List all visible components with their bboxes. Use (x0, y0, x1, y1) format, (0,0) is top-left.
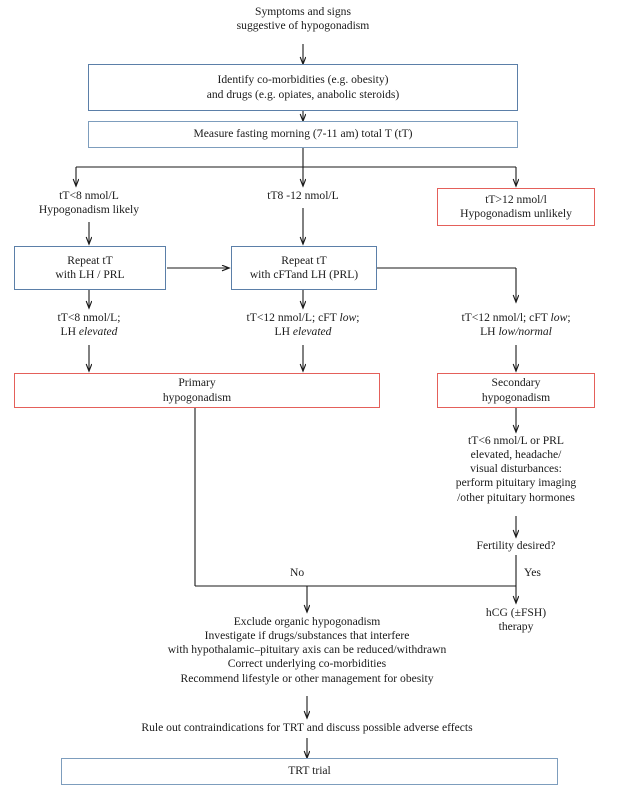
node-result-primary-left-line-1: tT<8 nmol/L; (57, 311, 121, 324)
edge-label-no: No (290, 566, 305, 579)
node-result-secondary-right-line-1: tT<12 nmol/l; cFT low; (461, 311, 571, 324)
node-exclude-organic-line-5: Recommend lifestyle or other management … (180, 671, 434, 685)
edge-label-yes: Yes (524, 566, 541, 579)
node-branch-mid-tt-line-1: tT8 -12 nmol/L (267, 189, 339, 202)
node-fertility-desired-line-1: Fertility desired? (476, 539, 556, 552)
node-branch-low-tt: tT<8 nmol/L Hypogonadism likely (9, 189, 169, 217)
node-repeat-tt-lh-prl-line-2: with LH / PRL (55, 268, 125, 281)
node-pituitary-workup-line-5: /other pituitary hormones (457, 490, 575, 504)
node-exclude-organic-line-3: with hypothalamic–pituitary axis can be … (167, 643, 447, 657)
node-pituitary-workup-line-1: tT<6 nmol/L or PRL (468, 434, 564, 447)
node-result-primary-mid-line-2: LH elevated (274, 325, 332, 339)
node-identify-comorbidities-line-1: Identify co-morbidities (e.g. obesity) (217, 73, 389, 87)
node-start-line-1: Symptoms and signs (255, 5, 351, 18)
node-secondary-hypogonadism-line-2: hypogonadism (481, 390, 551, 404)
node-exclude-organic-hypogonadism: Exclude organic hypogonadism Investigate… (47, 615, 567, 686)
node-pituitary-workup-line-4: perform pituitary imaging (455, 476, 577, 490)
node-start: Symptoms and signs suggestive of hypogon… (183, 5, 423, 33)
node-exclude-organic-line-1: Exclude organic hypogonadism (233, 615, 381, 628)
node-branch-high-tt: tT>12 nmol/l Hypogonadism unlikely (437, 188, 595, 226)
node-secondary-hypogonadism: Secondary hypogonadism (437, 373, 595, 408)
node-repeat-tt-cft-lh-line-1: Repeat tT (281, 253, 327, 267)
node-branch-mid-tt: tT8 -12 nmol/L (233, 189, 373, 203)
node-result-secondary-right-line-2: LH low/normal (480, 325, 552, 339)
node-trt-trial-line-1: TRT trial (288, 764, 331, 778)
node-identify-comorbidities-line-2: and drugs (e.g. opiates, anabolic steroi… (206, 87, 400, 101)
node-rule-out-contraindications: Rule out contraindications for TRT and d… (47, 721, 567, 735)
node-pituitary-workup-line-2: elevated, headache/ (470, 448, 562, 462)
node-measure-total-testosterone: Measure fasting morning (7-11 am) total … (88, 121, 518, 148)
node-pituitary-workup: tT<6 nmol/L or PRL elevated, headache/ v… (421, 434, 611, 505)
node-repeat-tt-cft-lh-line-2: with cFTand LH (PRL) (249, 268, 359, 281)
node-repeat-tt-lh-prl-line-1: Repeat tT (67, 253, 113, 267)
node-secondary-hypogonadism-line-1: Secondary (491, 376, 541, 390)
node-result-primary-left-line-2: LH elevated (60, 325, 118, 339)
node-measure-total-testosterone-line-1: Measure fasting morning (7-11 am) total … (193, 127, 413, 141)
node-branch-high-tt-line-1: tT>12 nmol/l (485, 192, 547, 206)
node-rule-out-contraindications-line-1: Rule out contraindications for TRT and d… (141, 721, 473, 734)
node-hcg-therapy: hCG (±FSH) therapy (446, 606, 586, 634)
node-start-line-2: suggestive of hypogonadism (236, 19, 370, 33)
node-branch-high-tt-line-2: Hypogonadism unlikely (460, 207, 572, 220)
node-branch-low-tt-line-1: tT<8 nmol/L (59, 189, 119, 202)
node-result-primary-mid-line-1: tT<12 nmol/L; cFT low; (246, 311, 360, 324)
node-identify-comorbidities: Identify co-morbidities (e.g. obesity) a… (88, 64, 518, 111)
node-primary-hypogonadism-line-2: hypogonadism (162, 390, 232, 404)
node-result-secondary-right: tT<12 nmol/l; cFT low; LH low/normal (426, 311, 606, 339)
node-primary-hypogonadism: Primary hypogonadism (14, 373, 380, 408)
node-repeat-tt-cft-lh: Repeat tT with cFTand LH (PRL) (231, 246, 377, 290)
node-exclude-organic-line-4: Correct underlying co-morbidities (227, 657, 387, 671)
node-fertility-desired: Fertility desired? (446, 539, 586, 553)
node-primary-hypogonadism-line-1: Primary (178, 376, 216, 390)
node-hcg-therapy-line-2: therapy (498, 620, 534, 634)
node-branch-low-tt-line-2: Hypogonadism likely (38, 203, 140, 217)
node-repeat-tt-lh-prl: Repeat tT with LH / PRL (14, 246, 166, 290)
node-exclude-organic-line-2: Investigate if drugs/substances that int… (204, 629, 410, 643)
node-result-primary-left: tT<8 nmol/L; LH elevated (19, 311, 159, 339)
node-pituitary-workup-line-3: visual disturbances: (470, 462, 562, 476)
node-trt-trial: TRT trial (61, 758, 558, 785)
node-result-primary-mid: tT<12 nmol/L; cFT low; LH elevated (213, 311, 393, 339)
node-hcg-therapy-line-1: hCG (±FSH) (485, 606, 547, 619)
